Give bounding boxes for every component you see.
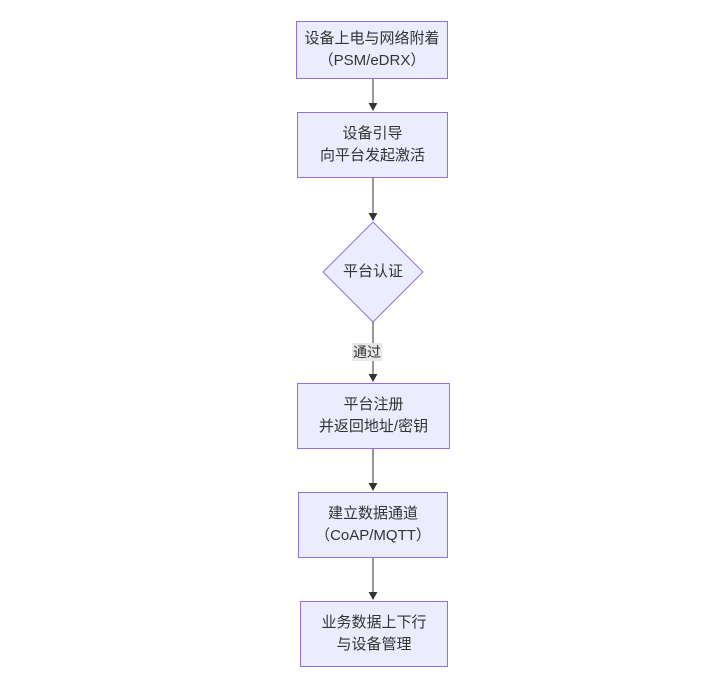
- arrow-register-to-channel: [368, 449, 378, 491]
- node-business-data: 业务数据上下行 与设备管理: [300, 601, 448, 667]
- node-power-attach: 设备上电与网络附着 （PSM/eDRX）: [296, 21, 448, 79]
- node-bootstrap: 设备引导 向平台发起激活: [297, 112, 448, 178]
- arrow-channel-to-business: [368, 558, 378, 600]
- node-data-channel-line1: 建立数据通道: [327, 505, 418, 522]
- node-data-channel: 建立数据通道 （CoAP/MQTT）: [298, 492, 448, 558]
- node-business-data-line2: 与设备管理: [336, 636, 412, 653]
- node-data-channel-line2: （CoAP/MQTT）: [315, 527, 431, 544]
- node-power-attach-line2: （PSM/eDRX）: [318, 52, 426, 69]
- edge-label-pass: 通过: [352, 343, 382, 361]
- node-power-attach-line1: 设备上电与网络附着: [304, 30, 440, 47]
- arrow-power-to-bootstrap: [368, 79, 378, 111]
- node-bootstrap-line2: 向平台发起激活: [319, 147, 425, 164]
- node-platform-register-line2: 并返回地址/密钥: [318, 418, 429, 435]
- node-platform-register-line1: 平台注册: [343, 396, 404, 413]
- arrow-bootstrap-to-auth: [368, 178, 378, 221]
- node-platform-register: 平台注册 并返回地址/密钥: [297, 383, 450, 449]
- node-bootstrap-line1: 设备引导: [342, 125, 403, 142]
- node-business-data-line1: 业务数据上下行: [321, 614, 427, 631]
- node-platform-auth-label: 平台认证: [342, 263, 403, 280]
